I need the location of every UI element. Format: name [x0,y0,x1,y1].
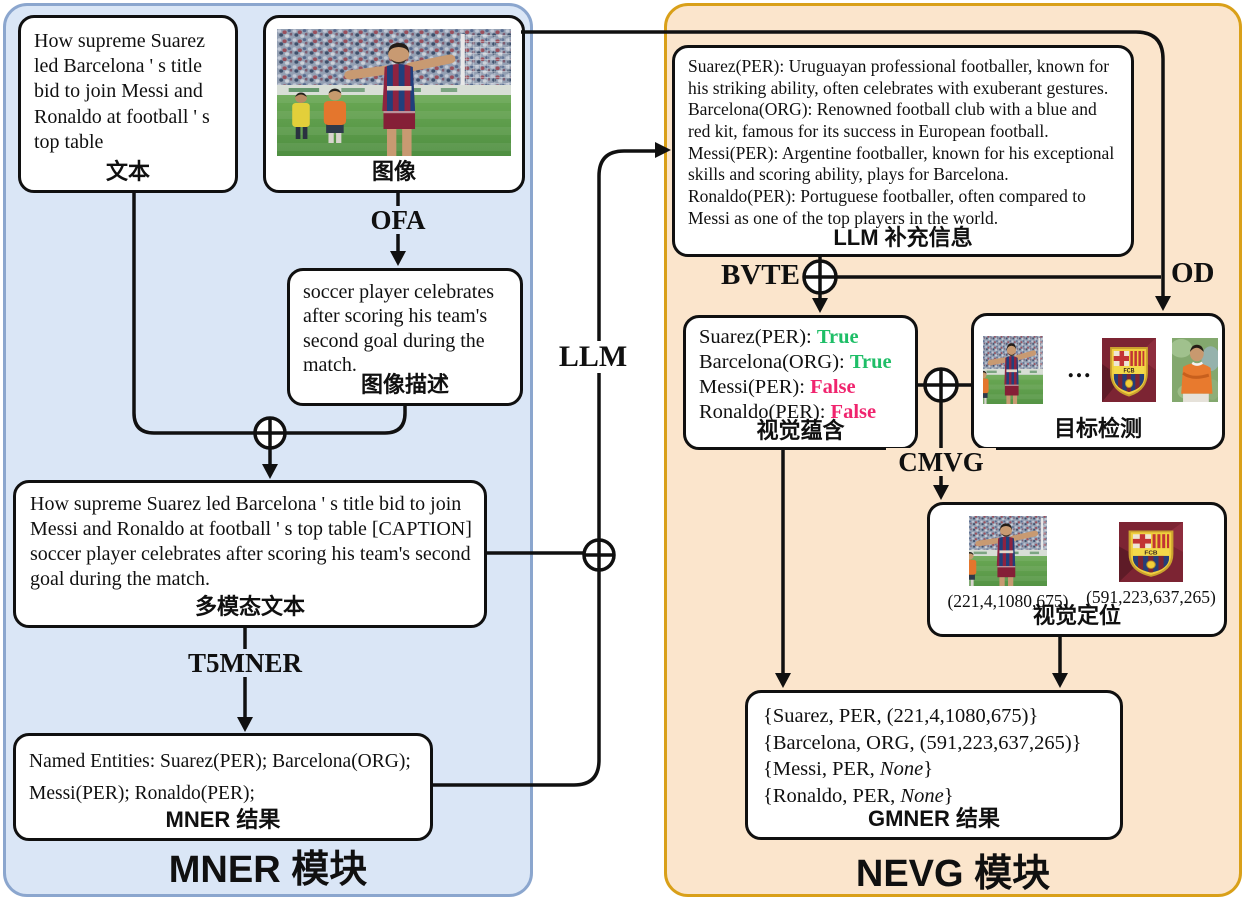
multimodal-text-label: 多模态文本 [194,593,305,619]
suarez-crop-image [983,336,1043,404]
source-image-box: 图像 [263,15,525,193]
mner-result-text: Named Entities: Suarez(PER); Barcelona(O… [29,746,426,810]
llm-operator-label: LLM [552,341,634,373]
gmner-row: {Ronaldo, PER, None} [763,784,954,807]
source-text-box: How supreme Suarez led Barcelona ' s tit… [18,15,238,193]
source-image-label: 图像 [371,158,416,184]
cmvg-operator-label: CMVG [886,448,996,476]
bvte-operator-label: BVTE [700,260,800,290]
mner-result-box: Named Entities: Suarez(PER); Barcelona(O… [13,733,433,841]
gmner-row: {Messi, PER, None} [763,758,934,781]
mner-result-line-2: Messi(PER); Ronaldo(PER); [29,783,255,805]
multimodal-llm-merge-icon [582,538,616,572]
entailment-rows: Suarez(PER): True Barcelona(ORG): True M… [699,325,892,425]
llm-info-label: LLM 补充信息 [833,224,973,250]
mner-result-line-1: Named Entities: Suarez(PER); Barcelona(O… [29,751,411,772]
object-detection-label: 目标检测 [1053,415,1142,441]
grounding-item-suarez: (221,4,1080,675) [938,516,1078,612]
llm-info-line-messi: Messi(PER): Argentine footballer, known … [688,142,1115,185]
t5mner-operator-label: T5MNER [178,649,312,677]
suarez-bbox-coords: (221,4,1080,675) [947,591,1069,611]
image-caption-label: 图像描述 [360,371,449,397]
gmner-result-box: {Suarez, PER, (221,4,1080,675)} {Barcelo… [745,690,1123,840]
image-caption-text: soccer player celebrates after scoring h… [303,281,494,377]
detection-ellipsis: ... [1067,356,1093,383]
gmner-row: {Suarez, PER, (221,4,1080,675)} [763,705,1039,727]
visual-grounding-label: 视觉定位 [1032,602,1121,628]
suarez-celebration-photo [277,29,511,156]
source-text-label: 文本 [105,158,150,184]
barcelona-crest-image [1102,338,1156,402]
llm-info-text: Suarez(PER): Uruguayan professional foot… [688,56,1123,230]
multimodal-text-box: How supreme Suarez led Barcelona ' s tit… [13,480,487,628]
orange-player-image [1172,338,1218,402]
llm-info-box: Suarez(PER): Uruguayan professional foot… [672,45,1134,257]
gmner-result-label: GMNER 结果 [867,805,1000,831]
visual-grounding-box: (221,4,1080,675) (591,223,637,265) 视觉定位 [927,502,1227,637]
ofa-operator-label: OFA [360,206,436,234]
entailment-row: Barcelona(ORG): True [699,351,892,373]
grounding-item-crest: (591,223,637,265) [1080,522,1222,608]
entailment-row: Messi(PER): False [699,376,856,398]
crest-bbox-coords: (591,223,637,265) [1086,587,1216,607]
gmner-rows: {Suarez, PER, (221,4,1080,675)} {Barcelo… [763,703,1116,810]
visual-entailment-label: 视觉蕴含 [756,417,845,443]
visual-entailment-box: Suarez(PER): True Barcelona(ORG): True M… [683,315,918,450]
suarez-crop-image [969,516,1047,586]
llm-info-line-suarez: Suarez(PER): Uruguayan professional foot… [688,56,1110,98]
nevg-module-title: NEVG 模块 [855,853,1051,895]
mner-module-title: MNER 模块 [168,849,368,891]
barcelona-crest-image [1119,522,1183,582]
mner-result-label: MNER 结果 [165,806,281,832]
od-operator-label: OD [1171,258,1235,288]
llm-info-line-barcelona: Barcelona(ORG): Renowned football club w… [688,99,1097,142]
image-caption-box: soccer player celebrates after scoring h… [287,268,523,406]
entailment-row: Ronaldo(PER): False [699,401,877,423]
object-detection-box: ... 目标检测 [971,313,1225,450]
source-text: How supreme Suarez led Barcelona ' s tit… [34,30,210,153]
entailment-row: Suarez(PER): True [699,326,859,348]
multimodal-text: How supreme Suarez led Barcelona ' s tit… [30,493,472,590]
llm-info-line-ronaldo: Ronaldo(PER): Portuguese footballer, oft… [688,186,1086,228]
gmner-row: {Barcelona, ORG, (591,223,637,265)} [763,731,1082,754]
